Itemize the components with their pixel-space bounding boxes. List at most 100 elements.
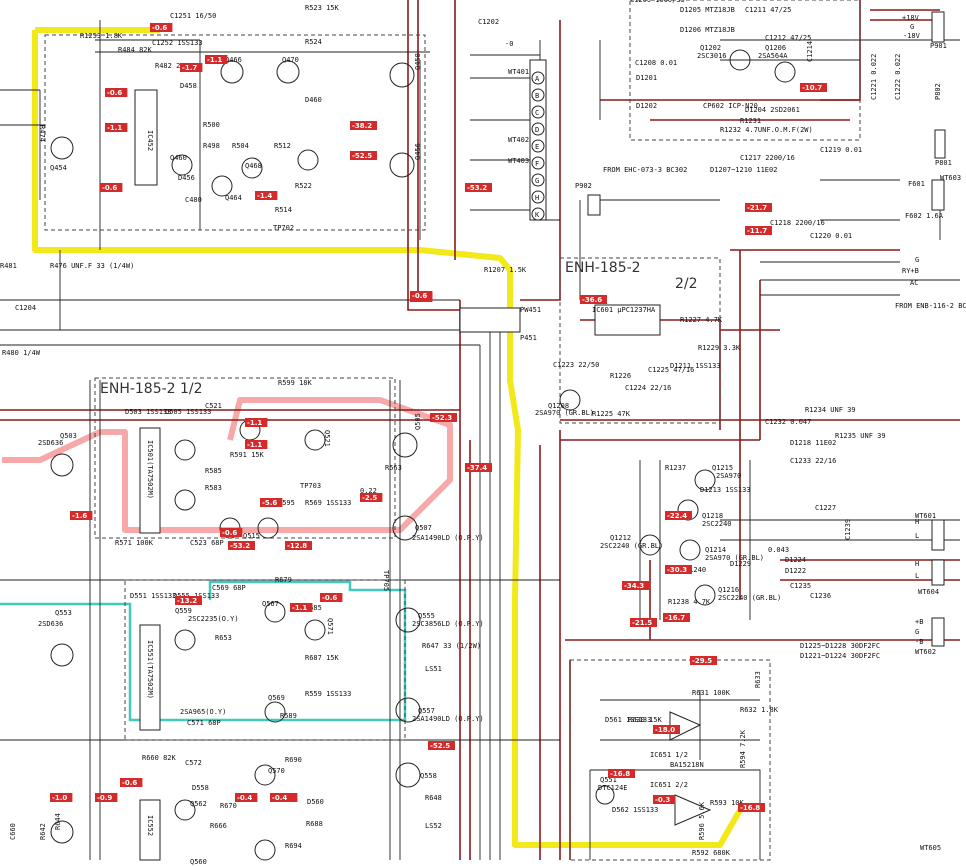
component-label-r484: R484 82K <box>118 46 153 54</box>
component-label-c1218: C1218 2200/16 <box>770 219 825 227</box>
voltage-tag-bg-v30 <box>50 793 73 802</box>
voltage-tag-v19: -16.8 <box>740 804 760 812</box>
component-label-c1225: C1225 47/16 <box>648 366 694 374</box>
board-outline-enh-2 <box>559 257 721 424</box>
pin-label-pin-ac: AC <box>910 279 918 287</box>
component-label-r583: R583 <box>205 484 222 492</box>
transistor-label-q456: Q456 <box>414 143 422 160</box>
board-outline-enh-1 <box>94 377 396 539</box>
voltage-tag-bg-v11 <box>580 295 607 304</box>
component-label-c1221: C1221 0.022 <box>870 54 878 100</box>
wt601-connector <box>931 519 945 551</box>
transistor-label-q1214-part: 2SA970 (GR.BL) <box>705 554 764 562</box>
wt401-pin-label-B: B <box>535 92 539 100</box>
voltage-tag-bg-v22 <box>228 541 255 550</box>
component-label-c1222: C1222 0.022 <box>894 54 902 100</box>
ic651b-symbol <box>674 794 712 826</box>
voltage-tag-bg-v39 <box>290 603 313 612</box>
component-label-cp602: CP602 ICP-N20 <box>703 102 758 110</box>
wt604-connector <box>931 559 945 586</box>
voltage-tag-v5: -0.6 <box>102 184 117 192</box>
transistor-label-q1212-part: 2SC2240 (GR.BL) <box>600 542 663 550</box>
connector-label-p451: P451 <box>520 334 537 342</box>
component-label-c660: C660 <box>9 823 17 840</box>
component-label-c1208: C1208 0.01 <box>635 59 677 67</box>
component-label-d1207: D1207~1210 11E02 <box>710 166 777 174</box>
ic452-body <box>134 89 158 186</box>
pin-label-pin-o: -0 <box>505 40 513 48</box>
transistor-label-q571: Q571 <box>326 618 334 635</box>
voltage-tag-bg-v4 <box>105 123 128 132</box>
component-label-d562: D562 1SS133 <box>612 806 658 814</box>
connector-label-from-ehc: FROM EHC-073-3 BC302 <box>603 166 687 174</box>
voltage-tag-v8: -53.2 <box>467 184 487 192</box>
connector-label-wt601: WT601 <box>915 512 936 520</box>
transistor-label-q551-part: DTC124E <box>598 784 628 792</box>
component-label-r685: R685 <box>305 604 322 612</box>
transistor-label-q1218-part: 2SC2240 <box>702 520 732 528</box>
transistor-label-q458: Q458 <box>414 53 422 70</box>
connector-label-wt403: WT403 <box>508 157 529 165</box>
ic601-label: IC601 µPC1237HA <box>592 306 656 314</box>
component-label-d561: D561 1SS133 <box>605 716 651 724</box>
connector-label-pw451: PW451 <box>520 306 541 314</box>
voltage-tag-v34: -0.6 <box>122 779 137 787</box>
voltage-tag-bg-v31 <box>95 793 118 802</box>
pin-label-pin-18v-n: -18V <box>903 32 921 40</box>
component-label-c523: C523 68P <box>190 539 224 547</box>
voltage-tag-v18: -0.3 <box>655 796 670 804</box>
component-label-r653: R653 <box>215 634 232 642</box>
transistor-label-q507-part: 2SA1490LD (O.P.Y) <box>412 534 484 542</box>
ic651a-label: IC651 1/2 <box>650 751 688 759</box>
voltage-tag-bg-v40 <box>175 596 202 605</box>
component-label-d1211: D1211 1SS133 <box>670 362 721 370</box>
component-label-r633: R633 <box>754 671 762 688</box>
board-outline-mid <box>124 579 406 741</box>
voltage-tag-bg-v1 <box>150 23 173 32</box>
wt401-pin-F <box>531 156 545 170</box>
component-label-c1219: C1219 0.01 <box>820 146 862 154</box>
wt401-pin-label-F: F <box>535 160 539 168</box>
component-label-c571: C571 68P <box>187 719 221 727</box>
pin-label-pin-ryb: RY+B <box>902 267 919 275</box>
ic552-body <box>139 799 161 861</box>
voltage-tag-bg-v29 <box>70 511 93 520</box>
transistor-label-q1212: Q1212 <box>610 534 631 542</box>
voltage-tag-v9: -52.5 <box>352 152 372 160</box>
component-label-r687: R687 15K <box>305 654 340 662</box>
p902-connector <box>587 194 601 216</box>
component-label-tp702: TP702 <box>273 224 294 232</box>
wt401-pin-G <box>531 173 545 187</box>
component-label-ls51: LS51 <box>425 665 442 673</box>
transistor-label-q1214: Q1214 <box>705 546 726 554</box>
voltage-tag-v39: -1.1 <box>292 604 307 612</box>
transistor-label-q454: Q454 <box>50 164 67 172</box>
component-label-c1202: C1202 <box>478 18 499 26</box>
voltage-tag-bg-v2 <box>180 63 203 72</box>
voltage-tag-v41: -1.1 <box>247 419 262 427</box>
voltage-tag-v13: -11.7 <box>747 227 767 235</box>
component-label-c1235: C1235 <box>790 582 811 590</box>
voltage-tag-bg-v21 <box>428 741 455 750</box>
component-label-c1239: C1239 <box>844 519 852 540</box>
component-label-d456: D456 <box>178 174 195 182</box>
voltage-tag-bg-v36 <box>285 541 312 550</box>
transistor-label-q507: Q507 <box>415 524 432 532</box>
component-label-r694: R694 <box>285 842 302 850</box>
voltage-tag-bg-v18 <box>653 795 676 804</box>
voltage-tag-v16: -18.0 <box>655 726 675 734</box>
component-label-ds551: D551 1SS133 <box>130 592 176 600</box>
component-label-r585: R585 <box>205 467 222 475</box>
transistor-label-q567-part: 2SC2235(O.Y) <box>188 615 239 623</box>
component-label-c569: C569 68P <box>212 584 246 592</box>
component-label-r514: R514 <box>275 206 292 214</box>
voltage-tag-v32: -0.4 <box>237 794 252 802</box>
voltage-tags: -0.6-1.7-0.6-1.1-0.6-1.1-1.4-53.2-52.5-3… <box>50 23 827 812</box>
wt401-pin-B <box>531 88 545 102</box>
component-label-d-note: D1225~D1228 30DF2FC <box>800 642 880 650</box>
component-label-r632: R632 1.8K <box>740 706 779 714</box>
transistor-label-q570: Q570 <box>268 767 285 775</box>
connector-label-wt402: WT402 <box>508 136 529 144</box>
voltage-tag-bg-v12 <box>745 203 772 212</box>
